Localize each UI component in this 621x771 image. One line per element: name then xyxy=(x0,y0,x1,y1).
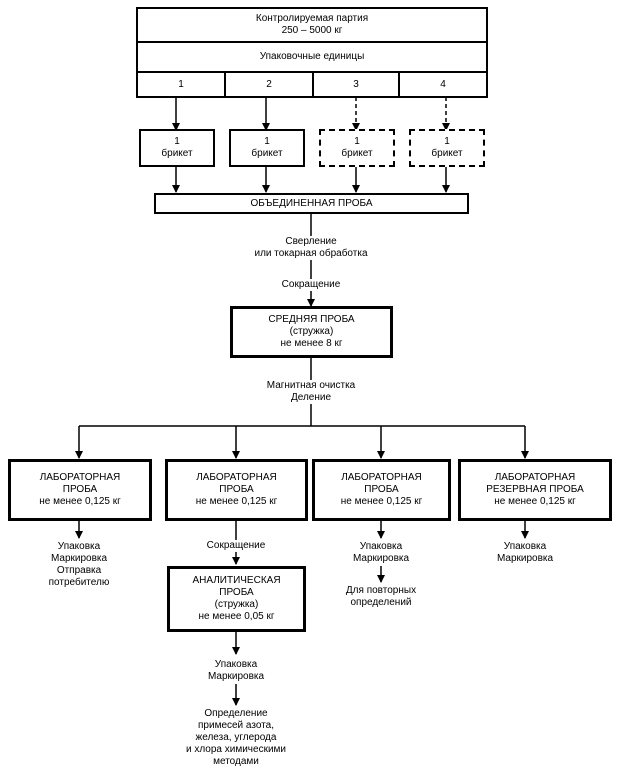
reduction-step-2: Сокращение xyxy=(191,540,281,552)
repeat-determinations-note: Для повторных определений xyxy=(336,585,426,609)
briquette-count: 1 xyxy=(444,136,450,147)
briquette-box-3: 1 брикет xyxy=(319,129,395,167)
unit-cell-2: 2 xyxy=(224,71,314,98)
briquette-box-2: 1 брикет xyxy=(229,129,305,167)
combined-sample-box: ОБЪЕДИНЕННАЯ ПРОБА xyxy=(154,193,469,214)
lab3-packaging-note: Упаковка Маркировка xyxy=(336,541,426,565)
briquette-label: брикет xyxy=(161,148,193,159)
briquette-label: брикет xyxy=(431,148,463,159)
batch-mass: 250 – 5000 кг xyxy=(281,25,343,36)
magnetic-step: Магнитная очистка Деление xyxy=(251,380,371,404)
briquette-count: 1 xyxy=(174,136,180,147)
lab-reserve-sample-box: ЛАБОРАТОРНАЯ РЕЗЕРВНАЯ ПРОБА не менее 0,… xyxy=(458,459,612,521)
determination-note: Определение примесей азота, железа, угле… xyxy=(176,708,296,768)
briquette-count: 1 xyxy=(354,136,360,147)
briquette-box-1: 1 брикет xyxy=(139,129,215,167)
unit-number: 4 xyxy=(440,78,446,90)
unit-number: 3 xyxy=(353,78,359,90)
batch-title: Контролируемая партия xyxy=(255,13,369,24)
briquette-label: брикет xyxy=(341,148,373,159)
analytical-packaging-note: Упаковка Маркировка xyxy=(191,659,281,683)
combined-sample-label: ОБЪЕДИНЕННАЯ ПРОБА xyxy=(250,197,373,209)
unit-cell-4: 4 xyxy=(398,71,488,98)
briquette-box-4: 1 брикет xyxy=(409,129,485,167)
average-sample-title: СРЕДНЯЯ ПРОБА xyxy=(268,314,355,325)
units-box: Упаковочные единицы xyxy=(136,41,488,73)
lab-sample-box-3: ЛАБОРАТОРНАЯ ПРОБА не менее 0,125 кг xyxy=(312,459,451,521)
briquette-label: брикет xyxy=(251,148,283,159)
lab4-packaging-note: Упаковка Маркировка xyxy=(480,541,570,565)
unit-number: 1 xyxy=(178,78,184,90)
lab-sample-box-1: ЛАБОРАТОРНАЯ ПРОБА не менее 0,125 кг xyxy=(8,459,152,521)
average-sample-mass: не менее 8 кг xyxy=(280,338,343,349)
units-label: Упаковочные единицы xyxy=(259,51,365,62)
batch-box: Контролируемая партия 250 – 5000 кг xyxy=(136,7,488,43)
reduction-step-1: Сокращение xyxy=(261,279,361,291)
unit-cell-3: 3 xyxy=(312,71,400,98)
lab-sample-box-2: ЛАБОРАТОРНАЯ ПРОБА не менее 0,125 кг xyxy=(165,459,308,521)
average-sample-box: СРЕДНЯЯ ПРОБА (стружка) не менее 8 кг xyxy=(230,306,393,358)
briquette-count: 1 xyxy=(264,136,270,147)
average-sample-form: (стружка) xyxy=(289,326,334,337)
lab1-dispatch-note: Упаковка Маркировка Отправка потребителю xyxy=(39,541,119,589)
unit-number: 2 xyxy=(266,78,272,90)
analytical-sample-box: АНАЛИТИЧЕСКАЯ ПРОБА (стружка) не менее 0… xyxy=(167,566,306,632)
drilling-step: Сверление или токарная обработка xyxy=(231,236,391,260)
unit-cell-1: 1 xyxy=(136,71,226,98)
